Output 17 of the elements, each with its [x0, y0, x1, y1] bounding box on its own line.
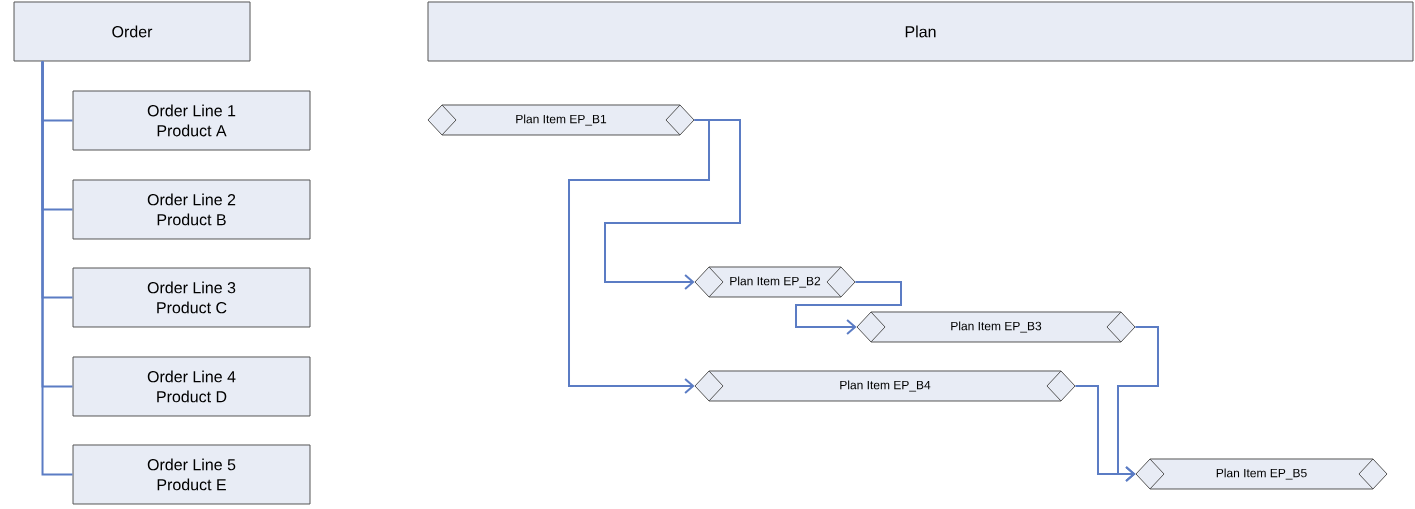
process-box: Order Line 1 Product A — [72, 90, 311, 151]
process-box: Order Line 3 Product C — [72, 267, 311, 328]
process-box: Order Line 4 Product D — [72, 356, 311, 417]
connector — [568, 119, 710, 394]
connector — [1074, 385, 1136, 482]
connector — [604, 119, 741, 290]
plan-item-band: Plan Item EP_B4 — [694, 370, 1076, 402]
connector — [41, 60, 74, 476]
connector — [795, 281, 902, 335]
process-box: Order — [13, 1, 251, 62]
plan-item-band: Plan Item EP_B1 — [427, 104, 695, 136]
process-box: Order Line 5 Product E — [72, 444, 311, 505]
process-box: Order Line 2 Product B — [72, 179, 311, 240]
plan-item-band: Plan Item EP_B2 — [694, 266, 856, 298]
plan-item-band: Plan Item EP_B3 — [856, 311, 1136, 343]
process-box: Plan — [427, 1, 1414, 62]
plan-item-band: Plan Item EP_B5 — [1135, 458, 1388, 490]
